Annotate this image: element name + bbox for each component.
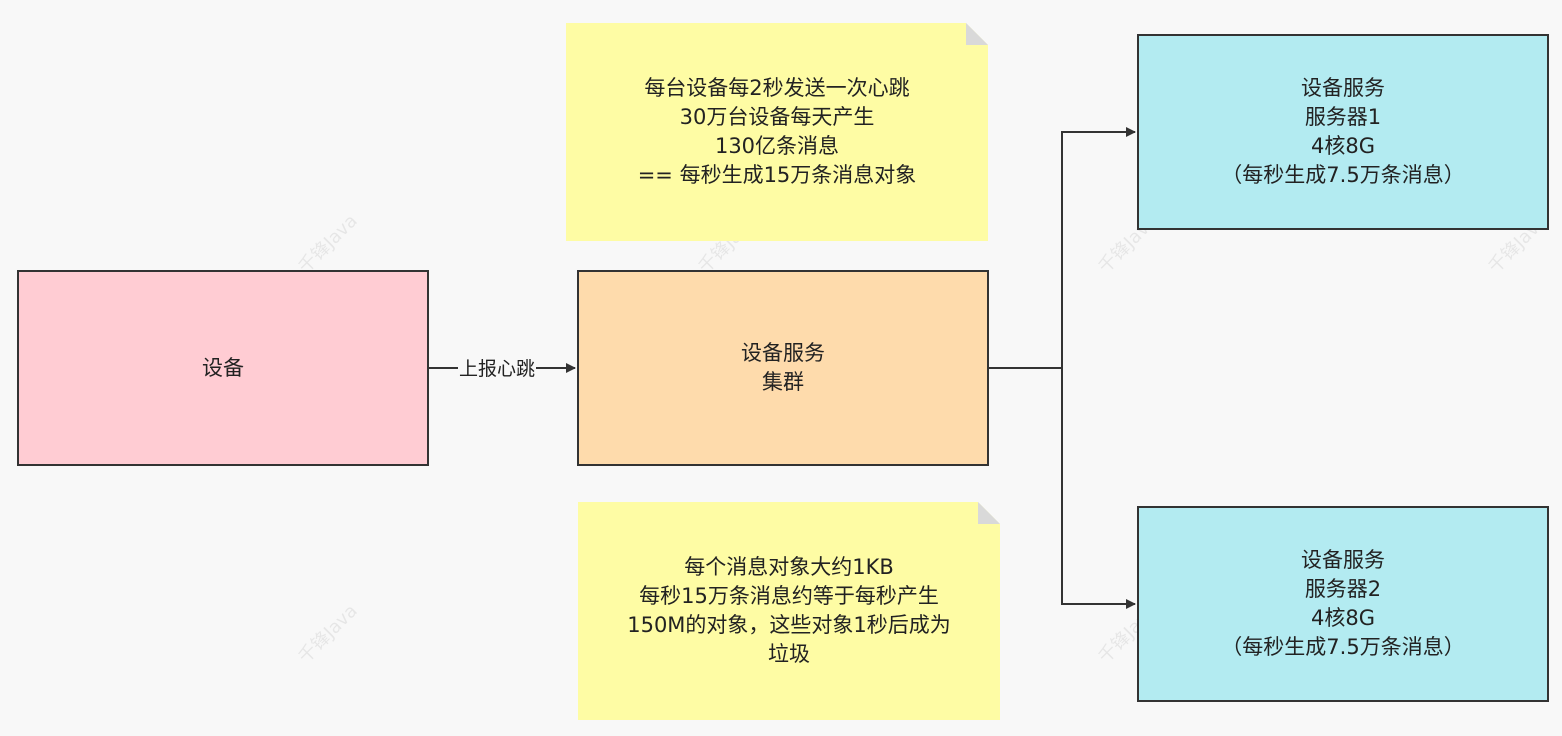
node-device-label: 设备 (202, 355, 244, 380)
edge-label-report-heartbeat: 上报心跳 (458, 356, 537, 382)
node-server-2-label: 设备服务 服务器2 4核8G （每秒生成7.5万条消息） (1221, 548, 1465, 659)
note-heartbeat-stats[interactable]: 每台设备每2秒发送一次心跳 30万台设备每天产生 130亿条消息 == 每秒生成… (566, 23, 988, 241)
node-server-2[interactable]: 设备服务 服务器2 4核8G （每秒生成7.5万条消息） (1137, 506, 1549, 702)
node-device[interactable]: 设备 (17, 270, 429, 466)
node-service-cluster-label: 设备服务 集群 (741, 341, 825, 394)
note-heartbeat-stats-text: 每台设备每2秒发送一次心跳 30万台设备每天产生 130亿条消息 == 每秒生成… (637, 76, 917, 187)
node-server-1-label: 设备服务 服务器1 4核8G （每秒生成7.5万条消息） (1221, 76, 1465, 187)
edge-cluster-to-server1 (989, 127, 1136, 369)
note-memory-stats-text: 每个消息对象大约1KB 每秒15万条消息约等于每秒产生 150M的对象，这些对象… (627, 555, 951, 666)
node-service-cluster[interactable]: 设备服务 集群 (577, 270, 989, 466)
edge-cluster-to-server2 (1061, 368, 1136, 609)
node-server-1[interactable]: 设备服务 服务器1 4核8G （每秒生成7.5万条消息） (1137, 34, 1549, 230)
note-memory-stats[interactable]: 每个消息对象大约1KB 每秒15万条消息约等于每秒产生 150M的对象，这些对象… (578, 502, 1000, 720)
